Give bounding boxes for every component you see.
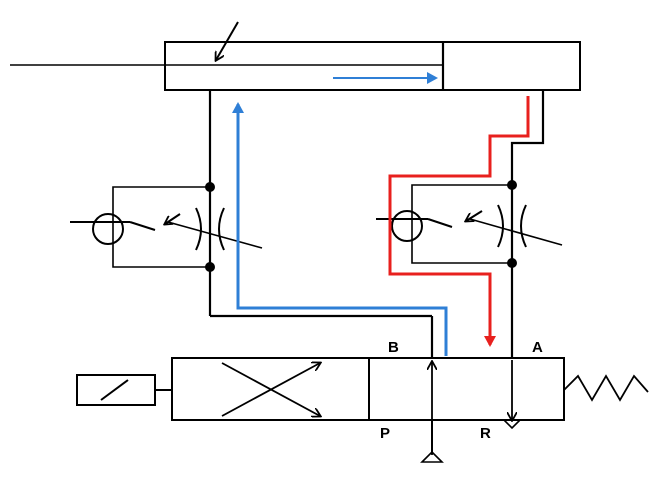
adjustable-throttle-icon: [165, 207, 263, 251]
right-supply-line: [510, 90, 545, 358]
pressure-source-triangle: [420, 450, 444, 463]
check-valve-icon: [70, 213, 156, 245]
port-label-p: P: [380, 425, 390, 442]
cylinder-icon: [10, 21, 581, 91]
check-valve-icon: [376, 210, 453, 242]
left-flow-control-valve: [70, 182, 263, 272]
tank-return-mark: [503, 419, 521, 430]
spring-return-icon: [563, 374, 649, 402]
port-label-r: R: [480, 425, 491, 442]
left-supply-line: [208, 90, 434, 358]
return-flow-path: [388, 96, 530, 347]
bypass-line: [411, 184, 512, 264]
crossed-flow-envelope: [221, 363, 320, 416]
port-label-b: B: [388, 339, 399, 356]
solenoid-actuator-icon: [76, 374, 172, 406]
bypass-line: [112, 186, 210, 268]
parallel-flow-envelope: [432, 360, 512, 455]
four-way-directional-valve-icon: [171, 357, 565, 463]
port-label-a: A: [532, 339, 543, 356]
pressure-flow-path: [232, 102, 448, 356]
adjustable-throttle-icon: [466, 204, 563, 248]
cylinder-barrel: [164, 41, 581, 91]
right-flow-control-valve: [376, 180, 563, 268]
variable-arrow-icon: [216, 21, 239, 60]
